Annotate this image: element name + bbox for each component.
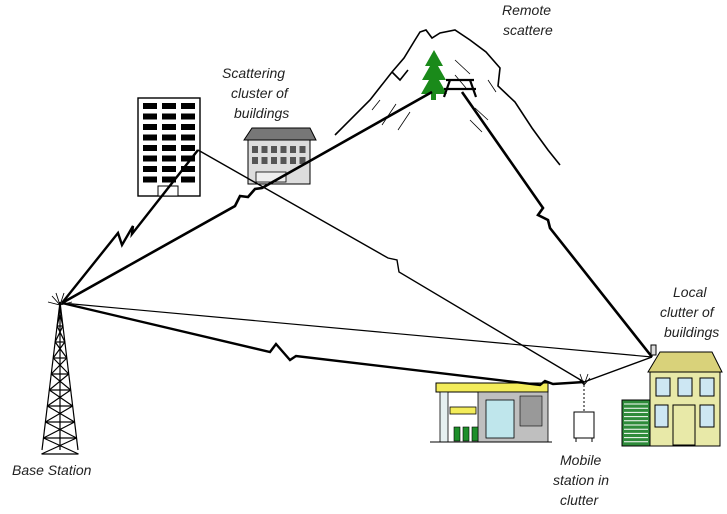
link-base-to-mobile [61, 301, 585, 387]
mobile-station-icon [573, 373, 595, 442]
tree-icon [421, 50, 447, 100]
mountain-icon [334, 29, 561, 166]
tower-icon [41, 292, 79, 455]
house-icon [621, 344, 723, 447]
gas-station-icon [430, 382, 552, 443]
link-office-to-mobile [197, 149, 585, 383]
scattering-cluster-label: Scattering cluster of buildings [222, 65, 292, 121]
picnic-table-icon [442, 78, 478, 98]
link-base-to-cluster [61, 90, 433, 305]
building-cluster-icon [243, 127, 317, 185]
link-base-to-office-tower [61, 149, 199, 304]
link-base-to-house [61, 302, 653, 358]
link-mountain-to-house [460, 91, 654, 358]
local-clutter-label: Local clutter of buildings [660, 284, 719, 340]
remote-scatterer-label: Remote scattere [502, 2, 555, 38]
radio-links [61, 90, 654, 387]
mobile-station-label: Mobile station in clutter [553, 452, 613, 508]
link-mobile-to-house [583, 356, 653, 383]
base-station-label: Base Station [12, 462, 92, 478]
office-tower-icon [137, 97, 201, 197]
